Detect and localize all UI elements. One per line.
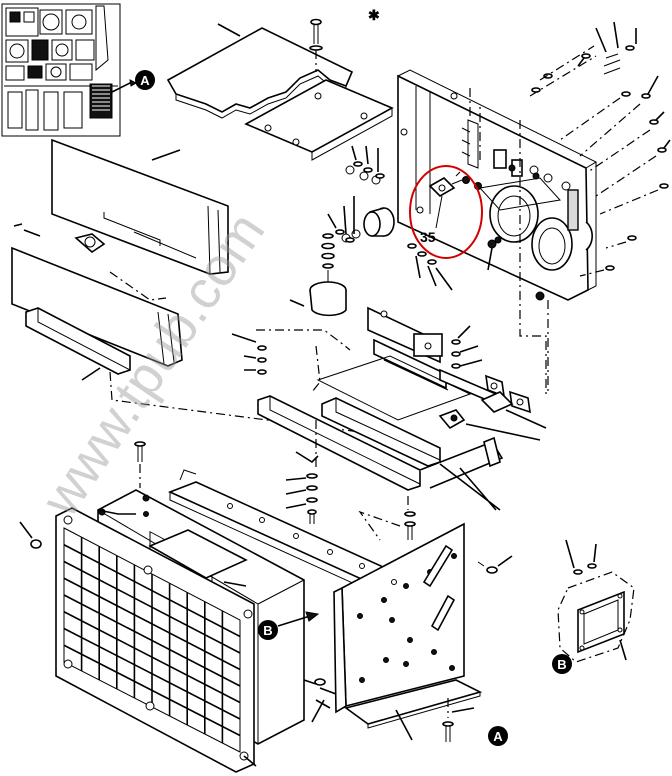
shock-mount-center [289, 233, 347, 317]
middle-bracket-right [438, 368, 547, 441]
hardware-right-lower [303, 555, 513, 742]
mounting-rail-left [25, 307, 131, 381]
locator-inset [1, 3, 138, 137]
detail-b [557, 539, 635, 663]
callout-b-right-label: B [557, 657, 566, 672]
top-screw: ✱ [309, 7, 380, 72]
middle-bracket-left [367, 306, 449, 391]
main-chassis [167, 469, 483, 729]
grille-mesh [63, 537, 241, 743]
grille-bar-horizontal [63, 560, 241, 654]
highlighted-item-35: 35 [409, 165, 483, 259]
item-number-label: 35 [420, 229, 436, 245]
hardware-rail [285, 420, 416, 541]
hardware-left-of-bracket [327, 145, 497, 291]
shock-mount-upper [341, 165, 395, 243]
grille-bar-horizontal [63, 544, 241, 638]
control-panel [11, 223, 183, 367]
grille-bar-horizontal [63, 594, 241, 687]
callout-a-bottom-label: A [493, 729, 503, 744]
grille-panel [55, 507, 257, 773]
callout-b-right: B [552, 654, 572, 674]
callout-b-left-label: B [263, 623, 272, 638]
red-highlight-ellipse [409, 165, 483, 259]
grille-bar-horizontal [63, 644, 241, 737]
callout-b-left: B [258, 611, 320, 640]
grille-bar-horizontal [63, 577, 241, 671]
grille-bar-horizontal [63, 627, 241, 720]
star-marker: ✱ [368, 7, 380, 23]
top-cover-plate [166, 23, 394, 161]
callout-a-top-label: A [140, 73, 150, 88]
hardware-left-edge [19, 441, 146, 549]
hardware-middle [231, 325, 483, 393]
rear-bracket-assembly [397, 69, 598, 301]
grille-bar-horizontal [63, 611, 241, 704]
callout-a-bottom: A [488, 726, 508, 746]
front-trim-panel [51, 138, 229, 275]
hardware-top-right [529, 21, 671, 277]
callout-a-top: A [135, 70, 155, 90]
long-rail-assembly [257, 355, 504, 511]
